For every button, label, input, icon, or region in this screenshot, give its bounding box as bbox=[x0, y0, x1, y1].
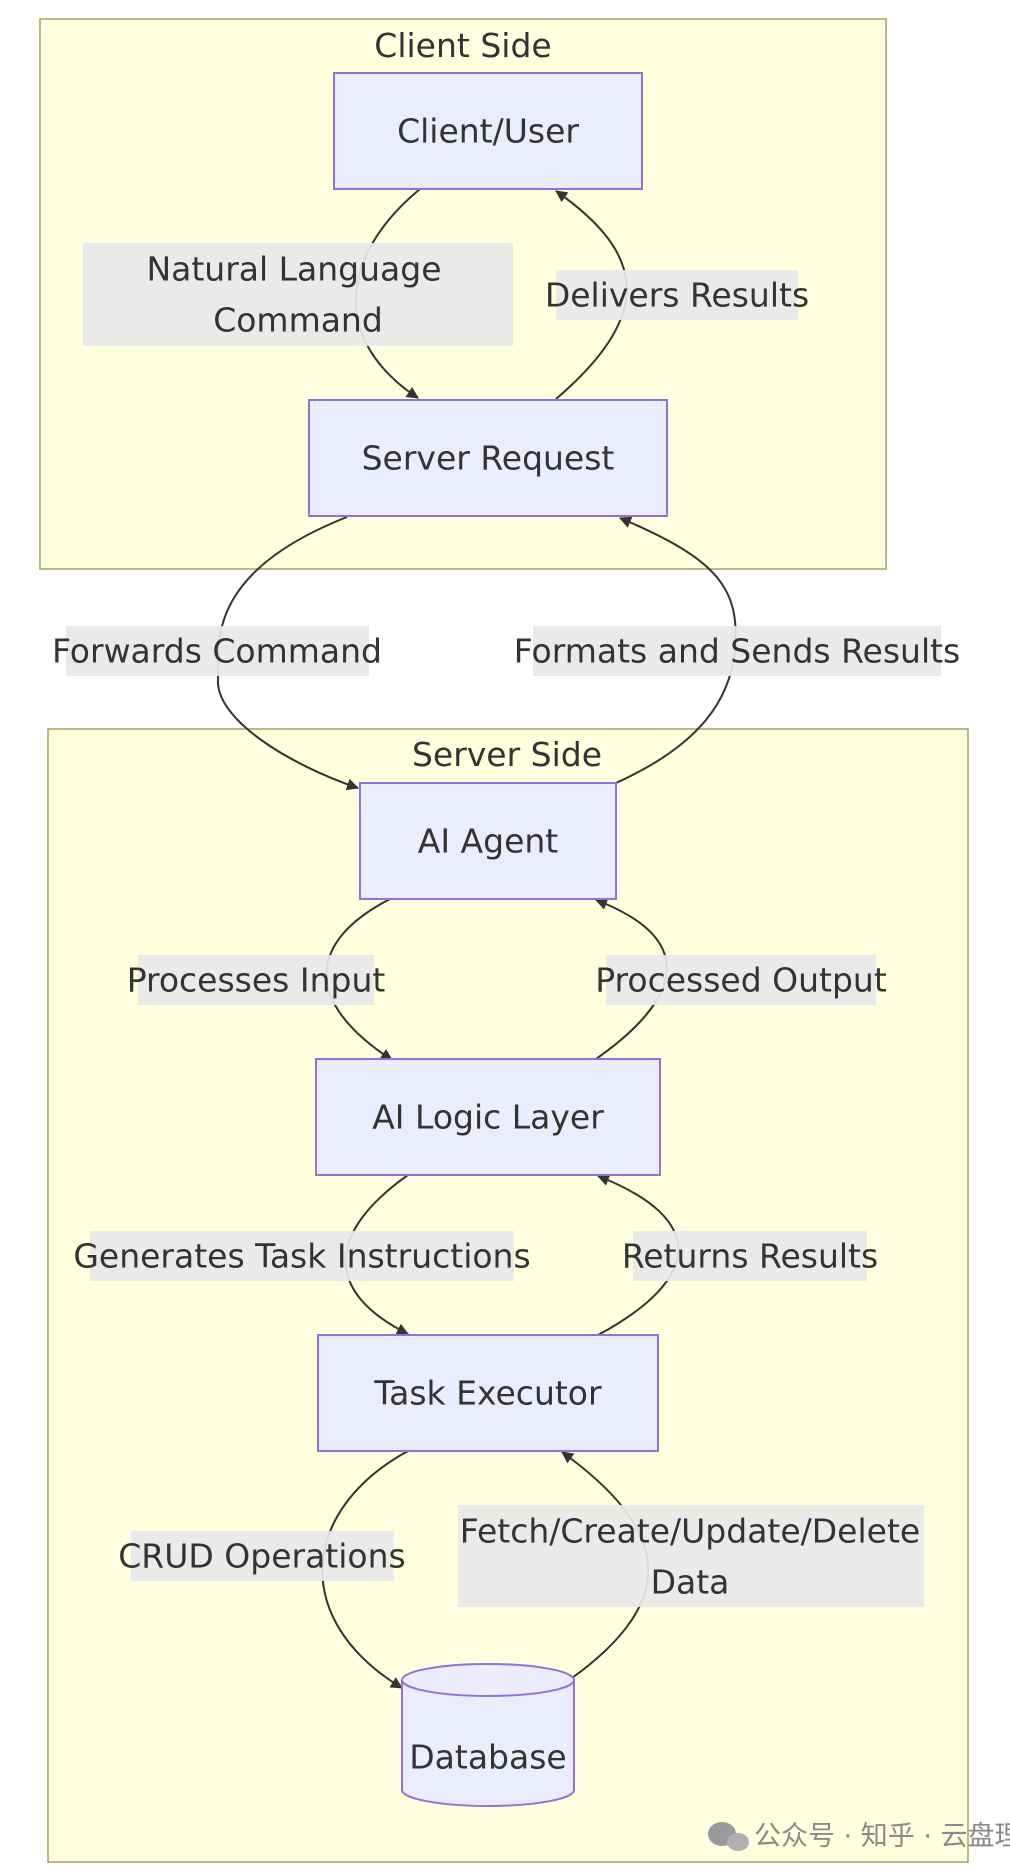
svg-text:CRUD Operations: CRUD Operations bbox=[118, 1537, 405, 1576]
svg-text:Returns Results: Returns Results bbox=[622, 1237, 878, 1276]
svg-text:Natural Language: Natural Language bbox=[146, 250, 441, 289]
label-forwards-command: Forwards Command bbox=[52, 626, 382, 676]
label-returns-results: Returns Results bbox=[622, 1231, 878, 1281]
svg-text:Generates Task Instructions: Generates Task Instructions bbox=[73, 1237, 530, 1276]
node-ai-logic-layer: AI Logic Layer bbox=[315, 1058, 661, 1176]
svg-text:Data: Data bbox=[651, 1563, 730, 1602]
svg-text:Delivers Results: Delivers Results bbox=[545, 276, 809, 315]
svg-text:Forwards Command: Forwards Command bbox=[52, 632, 382, 671]
watermark: 公众号 · 知乎 · 云盘理解 bbox=[708, 1821, 1010, 1852]
svg-text:Server Request: Server Request bbox=[362, 439, 615, 478]
svg-text:Fetch/Create/Update/Delete: Fetch/Create/Update/Delete bbox=[460, 1512, 920, 1551]
label-processes-input: Processes Input bbox=[127, 955, 386, 1005]
edge-forwards-command bbox=[216, 516, 359, 791]
cluster-title-client: Client Side bbox=[374, 26, 551, 65]
label-fetch-create-update-delete: Fetch/Create/Update/Delete Data bbox=[458, 1505, 924, 1607]
node-database: Database bbox=[401, 1663, 575, 1807]
cluster-title-server: Server Side bbox=[412, 735, 602, 774]
node-server-request: Server Request bbox=[308, 399, 668, 517]
svg-text:Processes Input: Processes Input bbox=[127, 961, 386, 1000]
svg-text:Client/User: Client/User bbox=[397, 112, 579, 151]
label-crud-operations: CRUD Operations bbox=[118, 1531, 406, 1581]
svg-text:Task Executor: Task Executor bbox=[373, 1374, 602, 1413]
svg-text:Formats and Sends Results: Formats and Sends Results bbox=[514, 632, 961, 671]
node-client-user: Client/User bbox=[333, 72, 643, 190]
label-delivers-results: Delivers Results bbox=[545, 270, 809, 320]
svg-text:Processed Output: Processed Output bbox=[595, 961, 887, 1000]
wechat-icon bbox=[708, 1822, 749, 1851]
svg-text:Command: Command bbox=[213, 301, 383, 340]
node-task-executor: Task Executor bbox=[317, 1334, 659, 1452]
watermark-text: 公众号 · 知乎 · 云盘理解 bbox=[754, 1821, 1010, 1852]
svg-text:AI Agent: AI Agent bbox=[418, 822, 559, 861]
label-processed-output: Processed Output bbox=[595, 955, 887, 1005]
svg-text:AI Logic Layer: AI Logic Layer bbox=[372, 1098, 604, 1137]
svg-text:Database: Database bbox=[409, 1738, 566, 1777]
label-generates-task-instructions: Generates Task Instructions bbox=[73, 1231, 531, 1281]
label-formats-sends-results: Formats and Sends Results bbox=[514, 626, 961, 676]
node-ai-agent: AI Agent bbox=[359, 782, 617, 900]
label-natural-language-command: Natural Language Command bbox=[83, 243, 513, 346]
